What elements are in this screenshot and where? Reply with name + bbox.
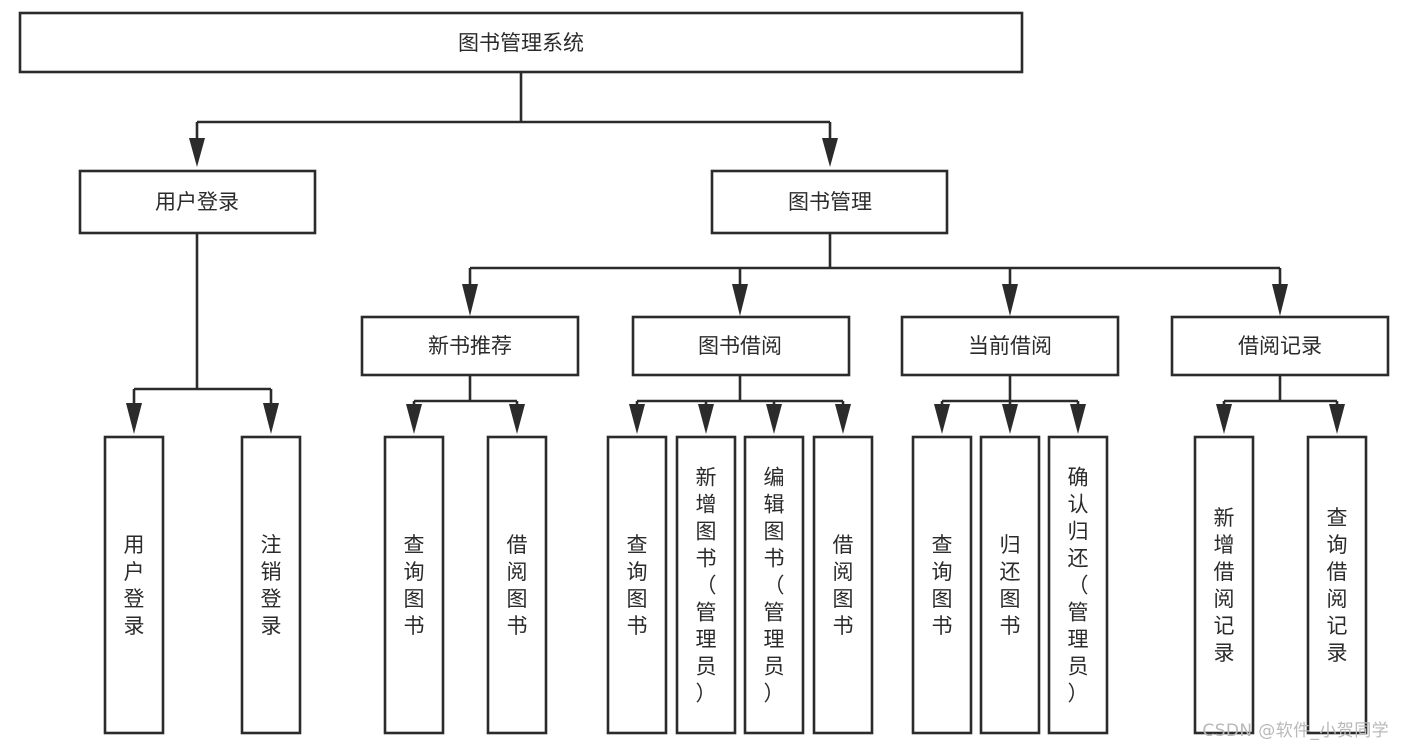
arrow-bookmgmt-to-current: [1002, 284, 1018, 316]
node-current-borrow[interactable]: 当前借阅: [900, 315, 1120, 377]
arrow-bookmgmt-to-borrow: [732, 284, 748, 316]
node-user-login-box[interactable]: [78, 169, 317, 235]
node-book-borrow[interactable]: 图书借阅: [631, 315, 851, 377]
node-root-label: 图书管理系统: [458, 31, 584, 55]
connector-group-userlogin: [126, 233, 279, 434]
node-book-borrow-label: 图书借阅: [698, 334, 782, 358]
leaf-user-login-label: 用户登录: [124, 533, 145, 638]
arrow-bookmgmt-to-record: [1272, 284, 1288, 316]
node-new-book-recommend-box[interactable]: [360, 315, 580, 377]
node-book-management-box[interactable]: [710, 169, 949, 235]
leaf-node[interactable]: 查询借阅记录: [1306, 435, 1368, 735]
arrow-root-to-userlogin: [189, 138, 205, 167]
node-user-login-label: 用户登录: [155, 190, 239, 214]
leaf-node[interactable]: 确认归还（管理员）: [1047, 435, 1109, 735]
leaf-current-confirm-label: 确认归还（管理员）: [1068, 466, 1089, 706]
leaf-record-query-box[interactable]: [1306, 435, 1368, 735]
leaf-logout-box[interactable]: [240, 435, 302, 735]
leaf-user-login-box[interactable]: [103, 435, 165, 735]
connector-group-newbook: [406, 375, 525, 434]
node-current-borrow-box[interactable]: [900, 315, 1120, 377]
leaf-newbook-query-box[interactable]: [383, 435, 445, 735]
node-borrow-record-label: 借阅记录: [1238, 334, 1322, 358]
leaf-borrow-query-label: 查询图书: [627, 533, 648, 638]
arrow-userlogin-to-leaf0: [126, 403, 142, 434]
leaf-node[interactable]: 借阅图书: [812, 435, 874, 735]
leaf-newbook-query-label: 查询图书: [404, 533, 425, 638]
node-user-login[interactable]: 用户登录: [78, 169, 317, 235]
node-new-book-recommend[interactable]: 新书推荐: [360, 315, 580, 377]
leaf-current-query-label: 查询图书: [932, 533, 953, 638]
arrow-borrowrecord-to-leaf1: [1329, 404, 1345, 434]
arrow-bookborrow-to-leaf2: [766, 404, 782, 434]
leaf-node[interactable]: 归还图书: [979, 435, 1041, 735]
leaf-borrow-query-box[interactable]: [606, 435, 668, 735]
leaf-borrow-add-label: 新增图书（管理员）: [696, 466, 717, 706]
node-new-book-recommend-label: 新书推荐: [428, 334, 512, 358]
leaf-current-confirm-box[interactable]: [1047, 435, 1109, 735]
leaf-record-add-box[interactable]: [1193, 435, 1255, 735]
node-borrow-record[interactable]: 借阅记录: [1170, 315, 1390, 377]
arrow-newbook-to-leaf0: [406, 404, 422, 434]
arrow-bookmgmt-to-new: [462, 284, 478, 316]
leaf-record-query-label: 查询借阅记录: [1327, 506, 1348, 665]
leaf-node[interactable]: 新增借阅记录: [1193, 435, 1255, 735]
leaf-newbook-borrow-label: 借阅图书: [507, 533, 528, 638]
leaf-node[interactable]: 查询图书: [606, 435, 668, 735]
leaf-node[interactable]: 注销登录: [240, 435, 302, 735]
leaf-borrow-book-box[interactable]: [812, 435, 874, 735]
node-book-management[interactable]: 图书管理: [710, 169, 949, 235]
leaf-current-query-box[interactable]: [911, 435, 973, 735]
connector-group-borrowrecord: [1216, 375, 1345, 434]
connector-group-bookborrow: [629, 375, 851, 434]
leaf-borrow-book-label: 借阅图书: [833, 533, 854, 638]
arrow-bookborrow-to-leaf0: [629, 404, 645, 434]
connector-group-root: [189, 72, 838, 167]
arrow-newbook-to-leaf1: [509, 404, 525, 434]
leaf-node[interactable]: 新增图书（管理员）: [675, 435, 737, 735]
leaf-borrow-edit-box[interactable]: [743, 435, 805, 735]
leaf-node[interactable]: 查询图书: [911, 435, 973, 735]
leaf-borrow-add-box[interactable]: [675, 435, 737, 735]
leaf-node[interactable]: 用户登录: [103, 435, 165, 735]
arrow-userlogin-to-leaf1: [263, 403, 279, 434]
arrow-bookborrow-to-leaf1: [698, 404, 714, 434]
leaf-node[interactable]: 编辑图书（管理员）: [743, 435, 805, 735]
leaf-record-add-label: 新增借阅记录: [1214, 506, 1235, 665]
arrow-bookborrow-to-leaf3: [835, 404, 851, 434]
leaf-current-return-label: 归还图书: [1000, 533, 1021, 638]
leaf-newbook-borrow-box[interactable]: [486, 435, 548, 735]
leaf-node[interactable]: 借阅图书: [486, 435, 548, 735]
arrow-currentborrow-to-leaf0: [934, 404, 950, 434]
leaf-node[interactable]: 查询图书: [383, 435, 445, 735]
leaf-current-return-box[interactable]: [979, 435, 1041, 735]
arrow-currentborrow-to-leaf2: [1070, 404, 1086, 434]
leaf-borrow-edit-label: 编辑图书（管理员）: [764, 466, 785, 706]
arrow-borrowrecord-to-leaf0: [1216, 404, 1232, 434]
node-current-borrow-label: 当前借阅: [968, 334, 1052, 358]
node-book-borrow-box[interactable]: [631, 315, 851, 377]
leaf-logout-label: 注销登录: [261, 533, 282, 638]
node-borrow-record-box[interactable]: [1170, 315, 1390, 377]
connector-group-currentborrow: [934, 375, 1086, 434]
connector-group-bookmgmt: [462, 233, 1288, 316]
node-root[interactable]: 图书管理系统: [18, 11, 1024, 74]
node-book-management-label: 图书管理: [788, 190, 872, 214]
arrow-root-to-bookmgmt: [822, 138, 838, 167]
arrow-currentborrow-to-leaf1: [1002, 404, 1018, 434]
node-root-box[interactable]: [18, 11, 1024, 74]
